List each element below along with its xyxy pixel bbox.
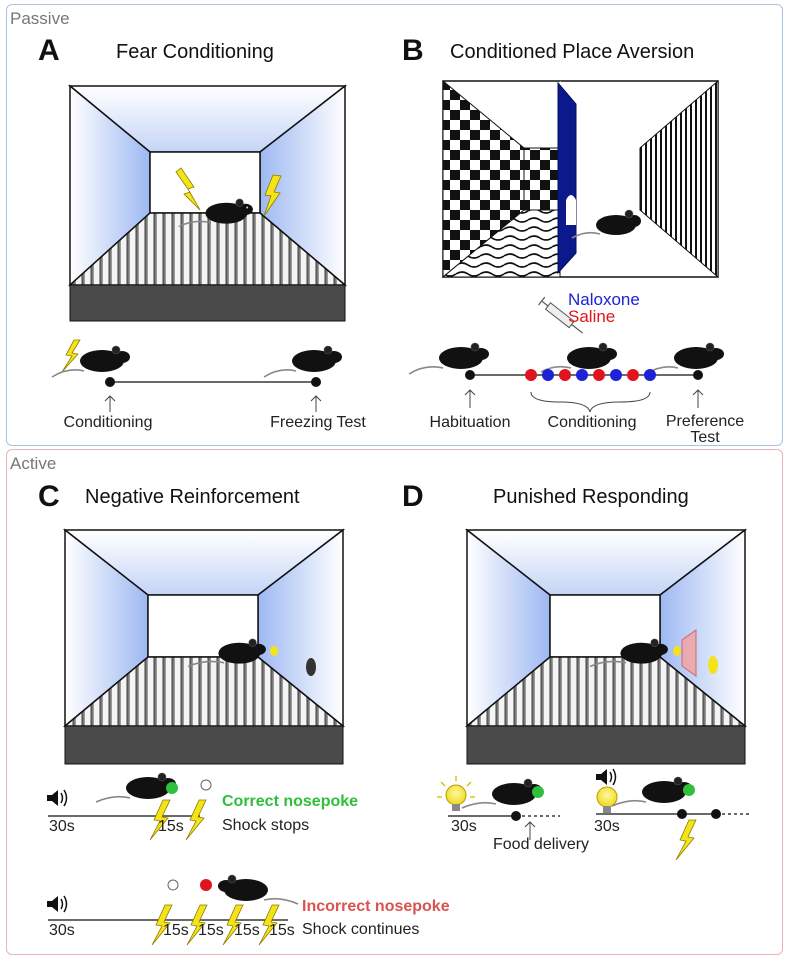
label-preference-line2: Test <box>690 429 720 446</box>
nosepoke-hole-icon <box>200 779 212 791</box>
label-preference-line1: Preference <box>665 413 745 430</box>
shock-bolt-icon <box>263 174 282 217</box>
label-shock-continues: Shock continues <box>302 921 420 938</box>
panel-c-title: Negative Reinforcement <box>85 486 300 508</box>
light-icon <box>708 656 718 674</box>
chamber-b <box>441 79 719 279</box>
mouse-icon <box>95 772 176 803</box>
section-active <box>6 449 783 955</box>
food-hopper-icon <box>681 629 697 677</box>
speaker-icon <box>596 768 617 786</box>
mouse-icon <box>263 345 342 378</box>
label-conditioning-a: Conditioning <box>63 414 153 431</box>
injection-dots <box>525 369 656 381</box>
label-d-left-time: 30s <box>451 818 477 835</box>
light-icon <box>270 646 278 656</box>
speaker-icon <box>47 789 68 807</box>
panel-d-letter: D <box>402 480 424 513</box>
panel-b-title: Conditioned Place Aversion <box>450 41 695 63</box>
mouse-icon <box>540 342 617 373</box>
label-c-incorrect-time: 30s <box>49 922 75 939</box>
label-shock-stops: Shock stops <box>222 817 310 834</box>
syringe-icon <box>538 296 584 334</box>
chamber-d <box>464 528 748 765</box>
label-conditioning-b: Conditioning <box>547 414 637 431</box>
panel-d-title: Punished Responding <box>493 486 689 508</box>
legend-naloxone: Naloxone <box>568 290 640 309</box>
panel-c-letter: C <box>38 480 60 513</box>
label-d-right-time: 30s <box>594 818 620 835</box>
shock-bolt-icon <box>675 819 697 861</box>
label-correct-nosepoke: Correct nosepoke <box>222 793 359 810</box>
shock-bolt-icon <box>222 904 244 946</box>
shock-bolt-icon <box>258 904 280 946</box>
nosepoke-port-icon <box>306 658 316 676</box>
speaker-icon <box>47 895 68 913</box>
mouse-icon <box>178 198 253 228</box>
label-c-interval-2: 15s <box>198 922 224 939</box>
panel-a-letter: A <box>38 34 60 67</box>
shock-bolt-icon <box>186 904 208 946</box>
shock-bolt-icon <box>151 904 173 946</box>
chamber-a <box>67 84 348 322</box>
mouse-icon <box>408 342 489 375</box>
section-label-active: Active <box>10 454 57 473</box>
nosepoke-hole-icon <box>167 879 179 891</box>
label-c-interval-1: 15s <box>163 922 189 939</box>
mouse-icon <box>218 874 299 905</box>
mouse-icon <box>611 776 692 807</box>
mouse-icon <box>645 342 724 375</box>
incorrect-nosepoke-dot <box>200 879 212 891</box>
chamber-c <box>62 528 346 765</box>
shock-bolt-icon <box>149 799 171 841</box>
legend-saline: Saline <box>568 307 616 326</box>
mouse-icon <box>51 345 130 378</box>
section-label-passive: Passive <box>10 9 70 28</box>
shock-bolt-icon <box>185 799 207 841</box>
conditioning-brace <box>530 391 651 413</box>
label-food-delivery: Food delivery <box>493 836 590 853</box>
label-incorrect-nosepoke: Incorrect nosepoke <box>302 898 450 915</box>
label-c-correct-time: 30s <box>49 818 75 835</box>
lightbulb-icon <box>437 776 475 811</box>
label-c-interval-4: 15s <box>269 922 295 939</box>
lightbulb-icon <box>596 786 618 813</box>
label-habituation: Habituation <box>429 414 511 431</box>
panel-b-letter: B <box>402 34 424 67</box>
shock-bolt-icon <box>61 339 81 373</box>
label-c-correct-interval: 15s <box>158 818 184 835</box>
section-passive <box>6 4 783 446</box>
shock-bolt-icon <box>175 167 201 211</box>
mouse-icon <box>461 778 542 809</box>
light-icon <box>673 646 681 656</box>
label-freezing-test: Freezing Test <box>270 414 366 431</box>
correct-nosepoke-dot <box>166 782 178 794</box>
mouse-icon <box>571 209 641 239</box>
mouse-icon <box>589 638 668 668</box>
label-c-interval-3: 15s <box>234 922 260 939</box>
mouse-icon <box>187 638 266 668</box>
panel-a-title: Fear Conditioning <box>116 41 274 63</box>
